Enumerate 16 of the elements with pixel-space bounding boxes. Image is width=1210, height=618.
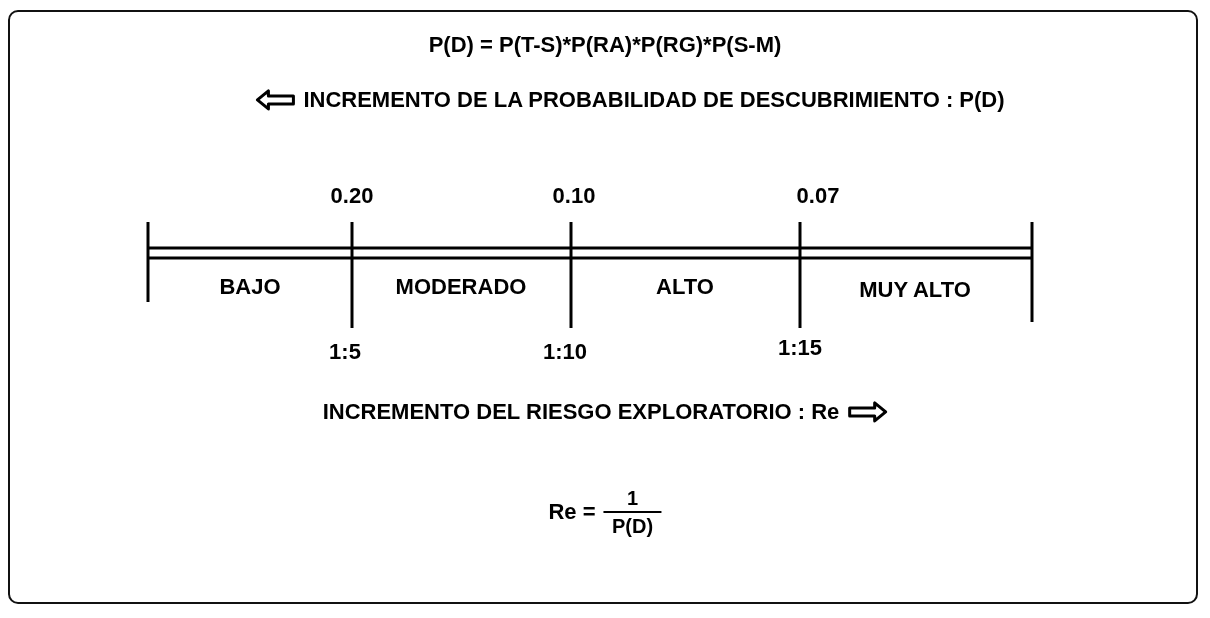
scale-label: 0.07: [796, 183, 840, 209]
denominator: P(D): [612, 515, 654, 537]
scale-label: 1:10: [543, 339, 587, 365]
scale-label: MODERADO: [395, 274, 527, 300]
scale-label: BAJO: [219, 274, 281, 300]
scale-label: ALTO: [656, 274, 714, 300]
formula-text: Re =: [548, 499, 596, 525]
numerator: 1: [627, 487, 639, 509]
scale-label: MUY ALTO: [859, 277, 971, 303]
scale-label: 1:15: [778, 335, 822, 361]
axis-caption: INCREMENTO DEL RIESGO EXPLORATORIO : Re: [322, 399, 840, 425]
axis-caption: INCREMENTO DE LA PROBABILIDAD DE DESCUBRIMIENTO : P(D): [303, 87, 1005, 113]
formula-title: P(D) = P(T-S)*P(RA)*P(RG)*P(S-M): [428, 32, 782, 58]
scale-label: 0.20: [330, 183, 374, 209]
scale-label: 0.10: [552, 183, 596, 209]
scale-label: 1:5: [329, 339, 361, 365]
